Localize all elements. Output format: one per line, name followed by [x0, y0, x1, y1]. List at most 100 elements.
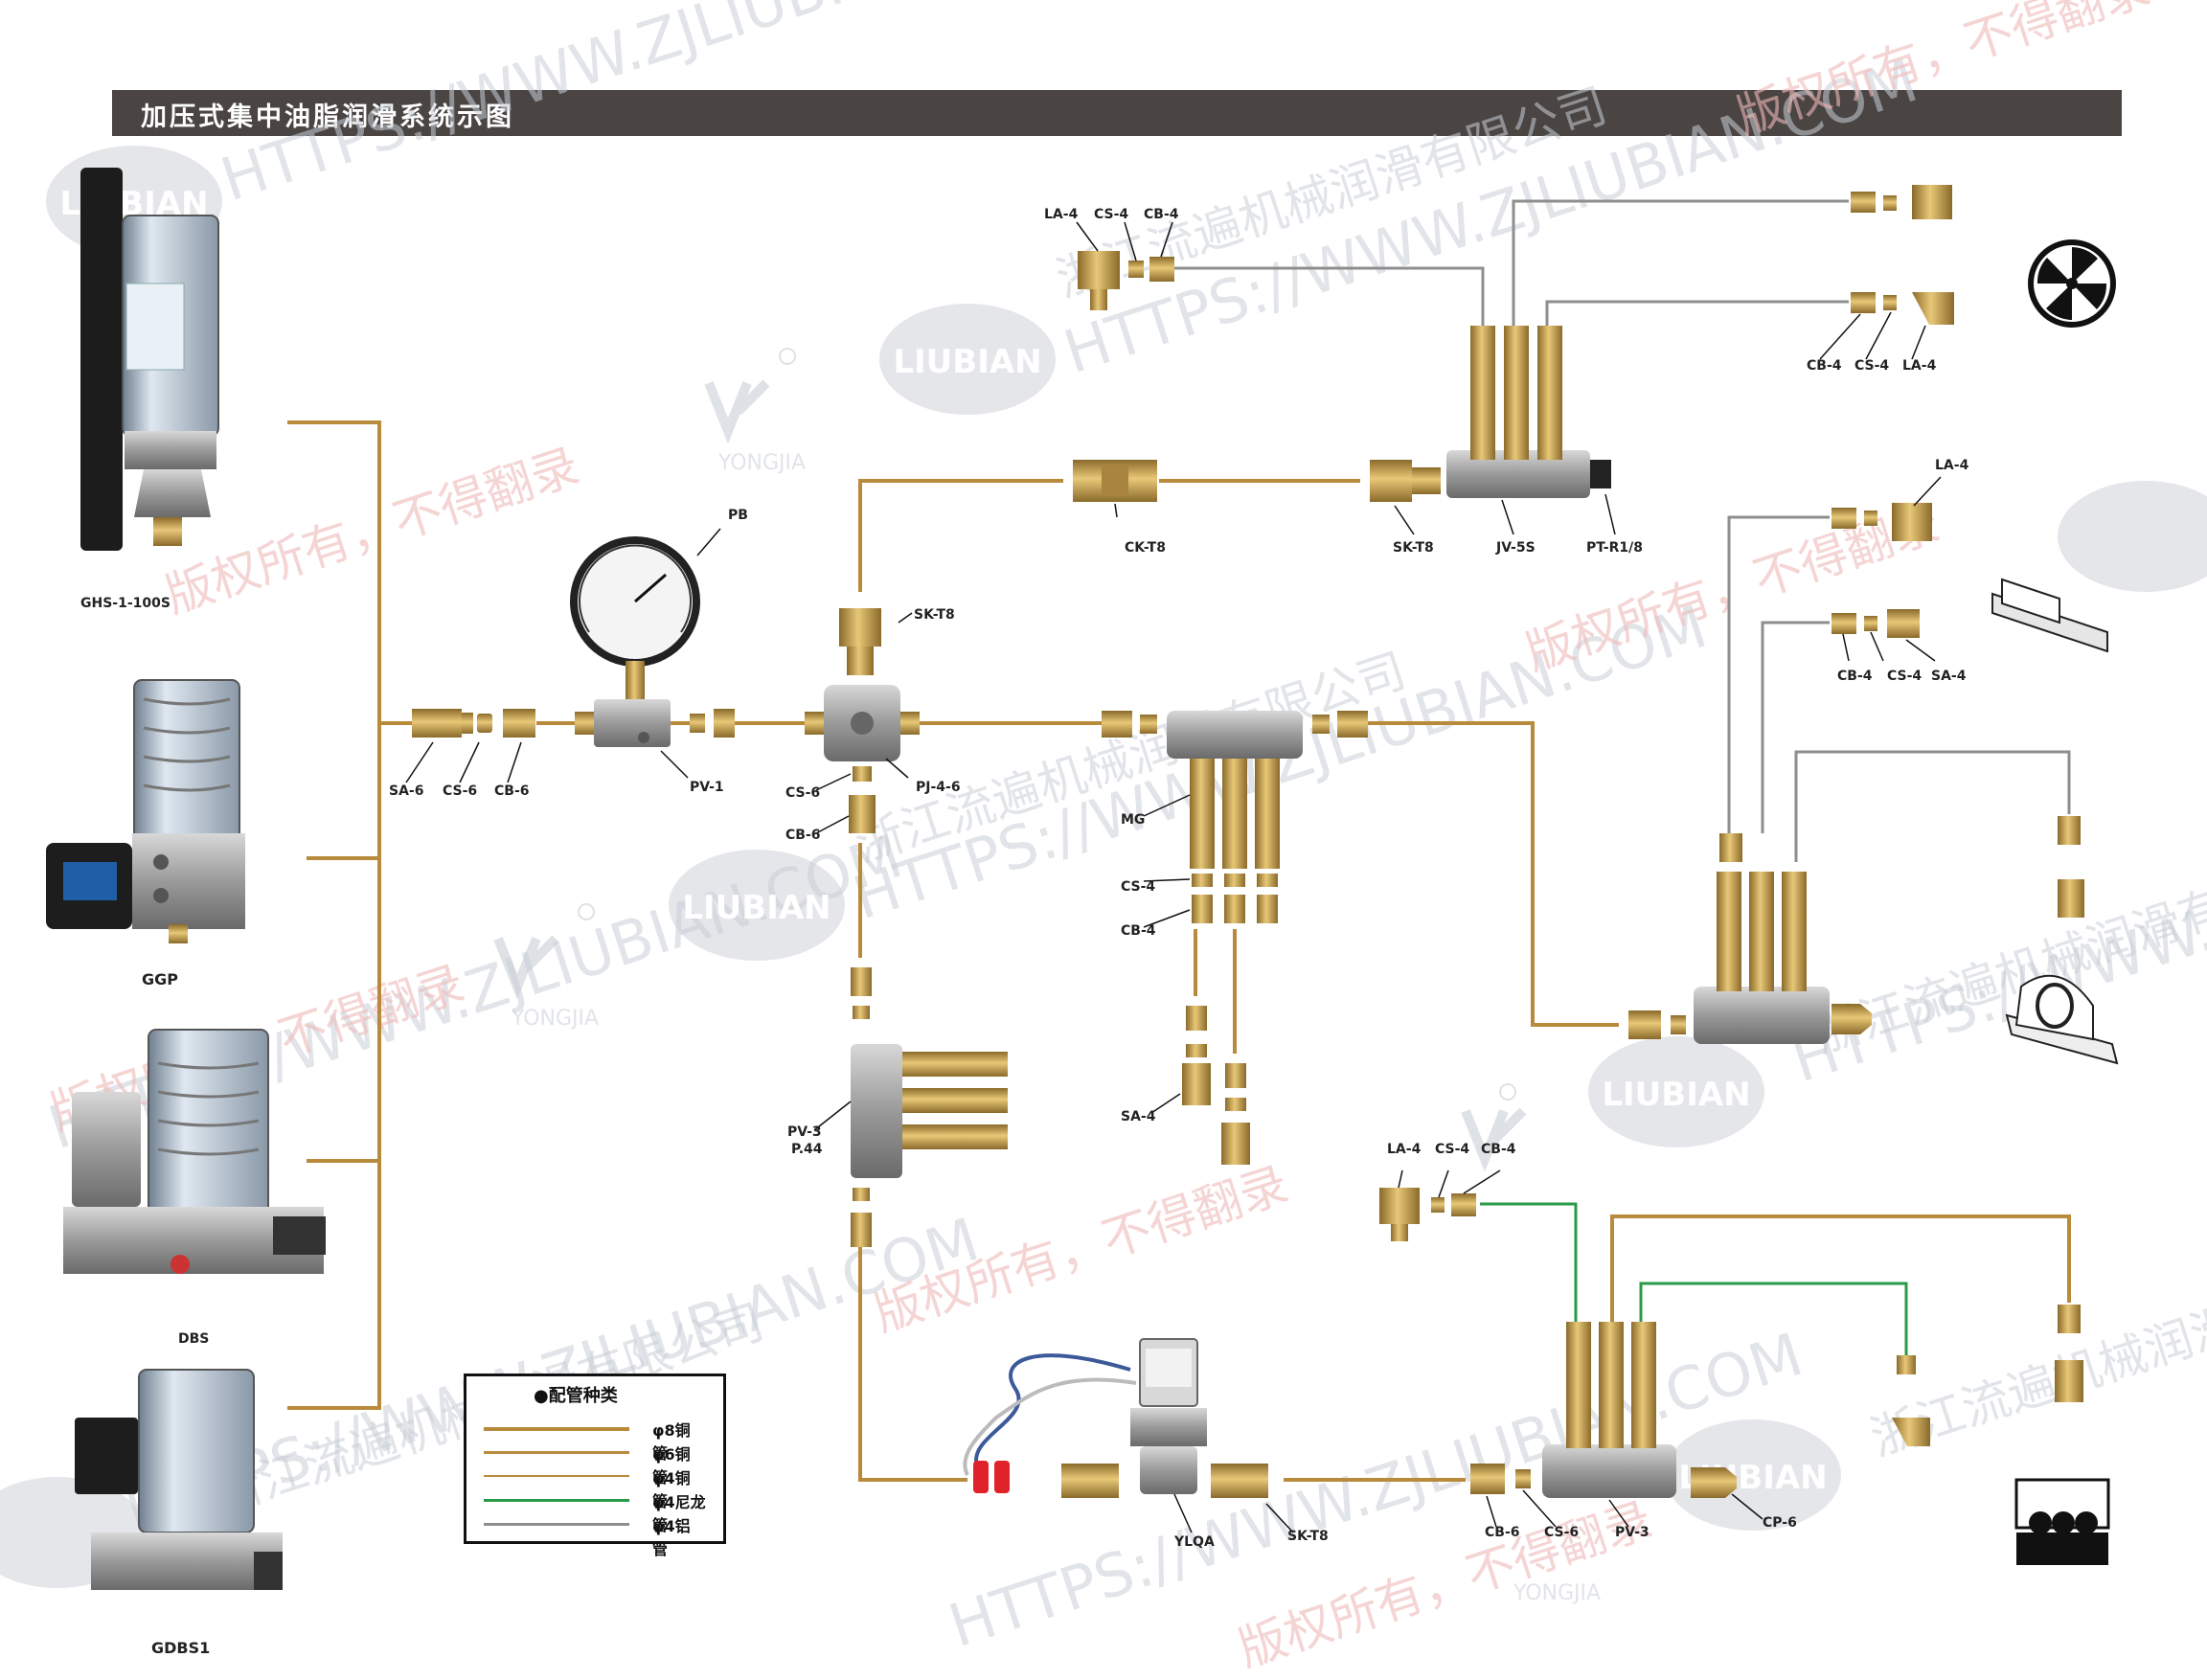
fitting-cs-4-a: [1128, 261, 1144, 278]
label-cb-4-e: CB-4: [1481, 1142, 1516, 1157]
injector-jv-2: [1504, 326, 1529, 460]
legend-item-copper-8: φ8铜 管: [484, 1417, 714, 1463]
legend-swatch: [484, 1451, 629, 1454]
fitting-sa-6: [412, 709, 473, 738]
fitting-cs-6-b: [853, 766, 872, 782]
label-cb-4-d: CB-4: [1121, 923, 1156, 939]
watermark-brand-oval-3: LIUBIAN: [669, 850, 845, 961]
label-cs-6-a: CS-6: [443, 783, 477, 799]
injector-right-2: [1749, 872, 1774, 991]
fitting-bottom-right-nylon: [1892, 1355, 1930, 1446]
legend-swatch: [484, 1427, 629, 1431]
fitting-mg-right: [1312, 711, 1368, 738]
legend-swatch: [484, 1475, 629, 1477]
injector-right-3: [1782, 872, 1807, 991]
block-pv-3-b: [1542, 1444, 1676, 1498]
fitting-cb-4-e: [1451, 1193, 1476, 1216]
pump-ggp: [46, 679, 245, 943]
fitting-pv3a-bottom: [851, 1188, 872, 1247]
fitting-la-4-d: [1379, 1188, 1420, 1241]
watermark-brand-2: LIUBIAN: [893, 343, 1041, 381]
label-pj-4-6: PJ-4-6: [916, 780, 961, 795]
fitting-cp-6: [1691, 1467, 1737, 1498]
legend-label: φ4铝 管: [652, 1517, 706, 1558]
label-pump-gdbs1: GDBS1: [151, 1639, 210, 1657]
injector-pv3b-1: [1566, 1322, 1591, 1448]
fitting-cs-4-e: [1431, 1197, 1445, 1213]
watermark-yongjia-2: YONGJIA: [511, 1007, 599, 1031]
fitting-cs-6-c: [1515, 1469, 1531, 1488]
pump-ghs-1-100s: [80, 168, 219, 551]
fitting-ck-t8: [1073, 460, 1157, 502]
fan-icon: [2028, 239, 2116, 328]
legend-label: φ4铜 管: [652, 1469, 706, 1510]
fitting-cb-4-b: [1851, 292, 1876, 313]
block-right-distributor: [1694, 987, 1830, 1044]
fitting-sa-4-a: [1887, 609, 1920, 638]
valve-ylqa: [963, 1338, 1207, 1494]
pump-dbs: [63, 1029, 326, 1274]
watermark-copyright-3: 版权所有，不得翻录: [1519, 495, 1946, 681]
label-cs-4-e: CS-4: [1435, 1142, 1469, 1157]
fitting-mid-right-cb: [1832, 508, 1856, 529]
label-cs-4-d: CS-4: [1121, 879, 1155, 895]
label-sa-4-b: SA-4: [1121, 1109, 1156, 1124]
block-jv-5s: [1446, 450, 1590, 498]
fitting-mg-down-1: [1182, 1006, 1211, 1105]
label-cb-4-a: CB-4: [1144, 207, 1179, 222]
injector-pv3a-3: [902, 1124, 1008, 1149]
injector-pv3a-2: [902, 1088, 1008, 1113]
fitting-pv1-right-cb: [714, 709, 735, 738]
label-pt-r1-8: PT-R1/8: [1586, 540, 1643, 556]
block-pj-4-6: [824, 685, 900, 761]
label-cb-6-a: CB-6: [494, 783, 530, 799]
watermark-brand-4: LIUBIAN: [1602, 1076, 1750, 1114]
label-p44: P.44: [791, 1142, 823, 1157]
fitting-ylqa-left: [1061, 1464, 1119, 1498]
fitting-sk-t8-bot: [1211, 1464, 1268, 1498]
fitting-cb-4-d: [1192, 895, 1278, 923]
watermark-yongjia-3: YONGJIA: [1513, 1581, 1601, 1605]
injector-right-1: [1717, 872, 1741, 991]
injector-pv3b-3: [1631, 1322, 1656, 1448]
yongjia-logo-1: [704, 348, 796, 444]
watermark-brand-oval-6: [2058, 481, 2207, 592]
fitting-pv1-left: [575, 712, 594, 735]
label-mg: MG: [1121, 812, 1145, 828]
label-cs-4-b: CS-4: [1854, 358, 1889, 374]
label-sk-t8-bot: SK-T8: [1287, 1529, 1329, 1544]
legend-item-copper-6: φ6铜 管: [484, 1441, 714, 1487]
fitting-bottom-right-copper: [2055, 1305, 2083, 1402]
label-pv-1: PV-1: [690, 780, 724, 795]
watermark-brand-3: LIUBIAN: [682, 889, 830, 927]
label-pump-dbs: DBS: [178, 1331, 209, 1347]
injector-jv-3: [1537, 326, 1562, 460]
block-pv-3-a: [851, 1044, 902, 1178]
label-la-4-b: LA-4: [1902, 358, 1937, 374]
page-title: 加压式集中油脂润滑系统示图: [141, 102, 514, 132]
fitting-cs-4-d: [1192, 874, 1278, 887]
header-bar: 加压式集中油脂润滑系统示图: [112, 90, 2122, 136]
label-pb: PB: [728, 508, 748, 523]
watermark-yongjia-1: YONGJIA: [717, 451, 806, 475]
label-jv-5s: JV-5S: [1495, 540, 1536, 556]
label-sk-t8-mid: SK-T8: [1393, 540, 1434, 556]
label-la-4-c: LA-4: [1935, 458, 1969, 473]
injector-pv3a-1: [902, 1052, 1008, 1077]
label-cb-6-b: CB-6: [785, 828, 821, 843]
label-cb-6-c: CB-6: [1485, 1525, 1520, 1540]
injector-mg-3: [1255, 759, 1280, 869]
pillow-block-bearing-icon: [2005, 974, 2119, 1065]
legend-swatch: [484, 1523, 629, 1526]
injector-mg-1: [1190, 759, 1215, 869]
label-pump-ghs: GHS-1-100S: [80, 596, 171, 611]
piping-aluminum: [1173, 199, 2071, 862]
fitting-pv1-right-cs: [690, 714, 705, 733]
label-sk-t8-top: SK-T8: [914, 607, 955, 623]
linear-guide-icon: [1991, 578, 2108, 653]
watermark-copyright-2: 版权所有，不得翻录: [1730, 0, 2157, 145]
fitting-la-4-b: [1912, 292, 1954, 325]
fitting-pj-left: [805, 712, 824, 735]
legend-swatch: [484, 1499, 629, 1502]
legend-label: φ8铜 管: [652, 1421, 706, 1463]
